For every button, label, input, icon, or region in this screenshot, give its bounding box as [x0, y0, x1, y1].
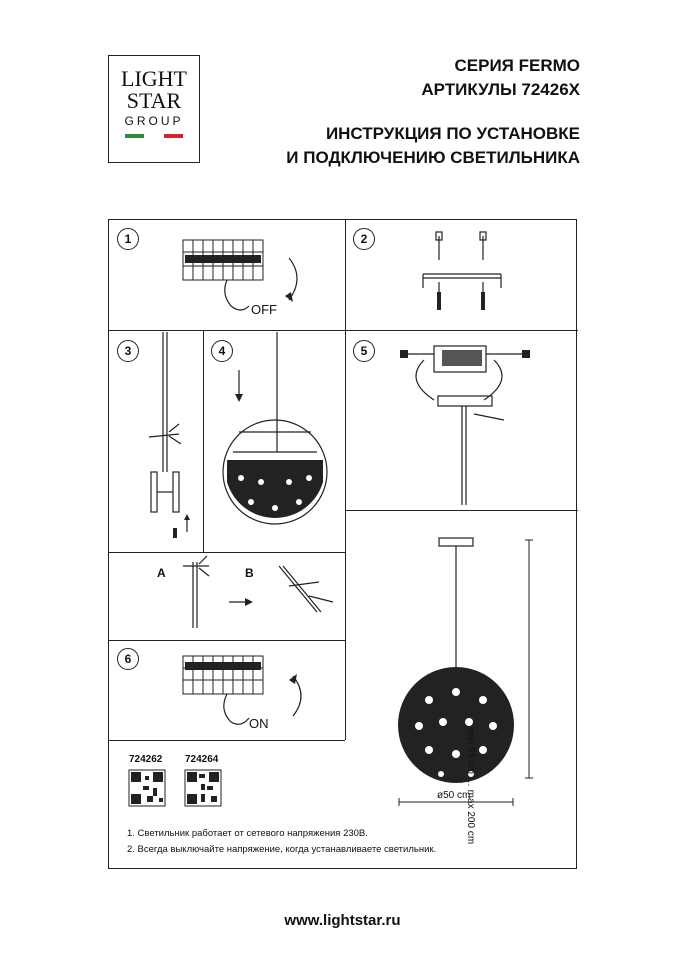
brand-logo: LIGHT STAR GROUP — [108, 55, 200, 163]
series-name: СЕРИЯ FERMO — [454, 56, 581, 75]
instruction-frame: 1 2 3 4 5 6 OFF — [108, 219, 578, 869]
note-1: 1. Светильник работает от сетевого напря… — [127, 828, 368, 839]
product-code-1: 724262 — [129, 754, 163, 765]
divider — [109, 330, 578, 331]
page-title-line-1: ИНСТРУКЦИЯ ПО УСТАНОВКЕ — [325, 124, 580, 143]
step-number-6: 6 — [117, 648, 139, 670]
flag-green — [125, 134, 145, 138]
holder-variant-illustration — [183, 555, 334, 628]
italian-flag-stripe — [125, 134, 183, 138]
step-number-5: 5 — [353, 340, 375, 362]
flag-red — [163, 134, 183, 138]
variant-a-label: A — [157, 566, 166, 580]
on-label: ON — [249, 716, 269, 731]
website-url[interactable]: www.lightstar.ru — [284, 912, 401, 929]
logo-line-1: LIGHT — [121, 66, 187, 91]
divider — [109, 640, 345, 641]
article-number: АРТИКУЛЫ 72426X — [421, 80, 580, 99]
step-number-4: 4 — [211, 340, 233, 362]
step-number-3: 3 — [117, 340, 139, 362]
divider — [203, 330, 204, 552]
page-title-line-2: И ПОДКЛЮЧЕНИЮ СВЕТИЛЬНИКА — [286, 148, 580, 167]
diameter-dimension: ø50 cm — [437, 790, 471, 801]
divider — [345, 510, 578, 511]
qr-code-2 — [184, 769, 222, 807]
step-number-1: 1 — [117, 228, 139, 250]
qr-code-1 — [128, 769, 166, 807]
product-code-2: 724264 — [185, 754, 219, 765]
divider — [109, 740, 345, 741]
divider — [345, 330, 346, 740]
wiring-illustration — [400, 345, 530, 505]
divider — [345, 220, 346, 330]
step-number-2: 2 — [353, 228, 375, 250]
sphere-assembly-illustration — [222, 332, 328, 525]
note-2: 2. Всегда выключайте напряжение, когда у… — [127, 844, 437, 855]
mounting-bracket-illustration — [422, 231, 502, 310]
flag-white — [144, 134, 164, 138]
logo-line-2: STAR — [126, 88, 182, 113]
breaker-off-illustration — [182, 239, 298, 311]
height-dimension: min 55 cm … max 200 cm — [465, 728, 476, 845]
off-label: OFF — [251, 302, 277, 317]
divider — [109, 552, 345, 553]
variant-b-label: B — [245, 566, 254, 580]
cable-holder-illustration — [148, 332, 190, 538]
logo-line-3: GROUP — [124, 114, 184, 128]
breaker-on-illustration — [182, 655, 302, 725]
pendant-lamp-illustration — [398, 537, 533, 806]
